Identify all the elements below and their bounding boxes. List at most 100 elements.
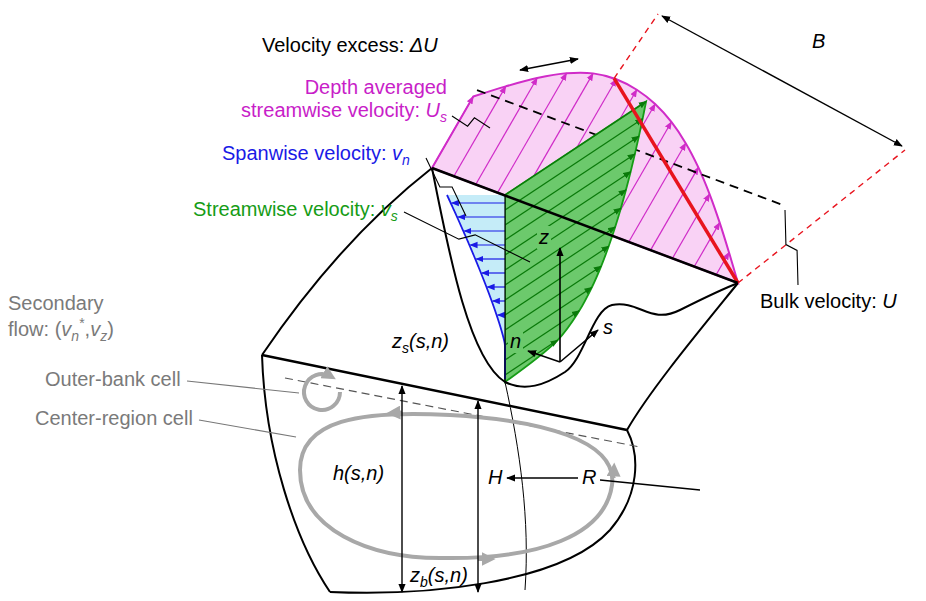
- text-run: s: [391, 208, 398, 224]
- velocity-arrow: [464, 230, 505, 231]
- dimension-label: B: [812, 30, 825, 53]
- text-run: ΔU: [410, 34, 438, 56]
- text-run: h(s,n): [333, 462, 384, 484]
- velocity-arrow: [493, 300, 505, 301]
- velocity-arrow: [454, 86, 506, 176]
- text-run: U: [426, 99, 440, 121]
- text-run: R: [582, 466, 596, 488]
- channel-axis-curve: [505, 382, 526, 590]
- text-run: Spanwise velocity:: [222, 142, 392, 164]
- outer-bank-cell: [304, 374, 340, 410]
- text-run: v: [381, 198, 391, 220]
- velocity-arrow: [487, 286, 505, 287]
- free-surface-line: [262, 355, 627, 430]
- annotation-label: Secondary flow: (vn*,vz): [8, 292, 143, 344]
- axis-arrow: [559, 248, 561, 362]
- velocity-arrow: [505, 119, 643, 210]
- radius-arrow: [507, 477, 578, 478]
- text-run: s: [603, 316, 613, 338]
- text-run: Depth averaged streamwise velocity:: [241, 76, 447, 121]
- cell-label: Outer-bank cell: [45, 368, 181, 391]
- velocity-arrow: [458, 216, 505, 217]
- velocity-arrow: [476, 258, 505, 259]
- text-run: *: [79, 315, 84, 331]
- axis-label: z: [537, 226, 551, 249]
- leader-line: [187, 381, 299, 393]
- cell-arrow: [392, 411, 402, 416]
- text-run: ): [107, 318, 114, 340]
- text-run: U: [882, 290, 896, 312]
- velocity-arrow: [505, 311, 579, 360]
- depth-arrow: [477, 401, 478, 592]
- velocity-arrow: [505, 246, 609, 315]
- leader-line: [426, 158, 466, 216]
- radius-label: R: [582, 466, 596, 489]
- velocity-arrow: [505, 172, 631, 255]
- illustration-layer: [187, 14, 905, 593]
- width-extension-line: [614, 14, 658, 78]
- text-run: s: [402, 340, 409, 356]
- text-run: Streamwise velocity:: [193, 198, 381, 220]
- text-run: Outer-bank cell: [45, 368, 181, 390]
- velocity-arrow: [470, 244, 505, 245]
- radius-line: [600, 480, 700, 490]
- width-extension-line: [738, 150, 905, 283]
- cell-boundary-line: [285, 378, 640, 447]
- profile-label: Streamwise velocity: vs: [193, 198, 398, 224]
- free-surface-line: [432, 168, 738, 283]
- dimension-arrow: [662, 16, 902, 146]
- cell-arrow: [612, 468, 617, 478]
- text-run: (s,n): [428, 564, 468, 586]
- velocity-arrow: [482, 272, 505, 273]
- spanwise-profile: [447, 195, 505, 382]
- text-run: B: [812, 30, 825, 52]
- leader-line: [404, 212, 530, 262]
- text-run: Bulk velocity:: [760, 290, 882, 312]
- velocity-excess-line: [614, 78, 738, 283]
- spanwise-profile-curve: [447, 195, 505, 379]
- velocity-arrow: [629, 143, 686, 242]
- surface-elevation-label: zs(s,n): [392, 330, 449, 356]
- text-run: n: [510, 330, 521, 352]
- velocity-arrow: [505, 136, 639, 225]
- text-run: z: [392, 330, 402, 352]
- text-run: (s,n): [409, 330, 449, 352]
- profile-label: Spanwise velocity: vn: [222, 142, 410, 168]
- bank-outline: [627, 283, 738, 430]
- text-run: v: [392, 142, 402, 164]
- leader-line: [785, 210, 798, 285]
- profile-axis: [504, 195, 505, 382]
- axis-label: s: [601, 316, 615, 339]
- bed-outline: [330, 430, 635, 593]
- leader-line: [199, 420, 296, 437]
- annotation-label: Bulk velocity: U: [760, 290, 897, 313]
- text-run: v: [61, 318, 71, 340]
- text-run: Velocity excess:: [262, 34, 410, 56]
- text-run: z: [539, 226, 549, 248]
- bed-profile: [432, 168, 738, 387]
- depth-label: H: [488, 466, 502, 489]
- bank-outline: [262, 168, 432, 355]
- velocity-arrow: [498, 314, 505, 315]
- text-run: b: [420, 574, 428, 590]
- center-region-cell: [300, 414, 612, 558]
- leader-line: [452, 116, 490, 128]
- velocity-arrow: [505, 266, 601, 330]
- text-run: s: [440, 109, 447, 125]
- depth-arrow: [401, 386, 402, 592]
- text-run: z: [410, 564, 420, 586]
- text-run: z: [100, 328, 107, 344]
- profile-label: Depth averaged streamwise velocity: Us: [215, 76, 447, 125]
- text-run: Center-region cell: [35, 407, 193, 429]
- text-run: H: [488, 466, 502, 488]
- text-run: v: [90, 318, 100, 340]
- velocity-arrow: [505, 102, 646, 196]
- depth-label: h(s,n): [333, 462, 384, 485]
- text-run: n: [71, 328, 79, 344]
- axis-label: n: [508, 330, 523, 353]
- text-run: ,: [85, 318, 91, 340]
- axis-arrow: [560, 330, 598, 362]
- cell-label: Center-region cell: [35, 407, 193, 430]
